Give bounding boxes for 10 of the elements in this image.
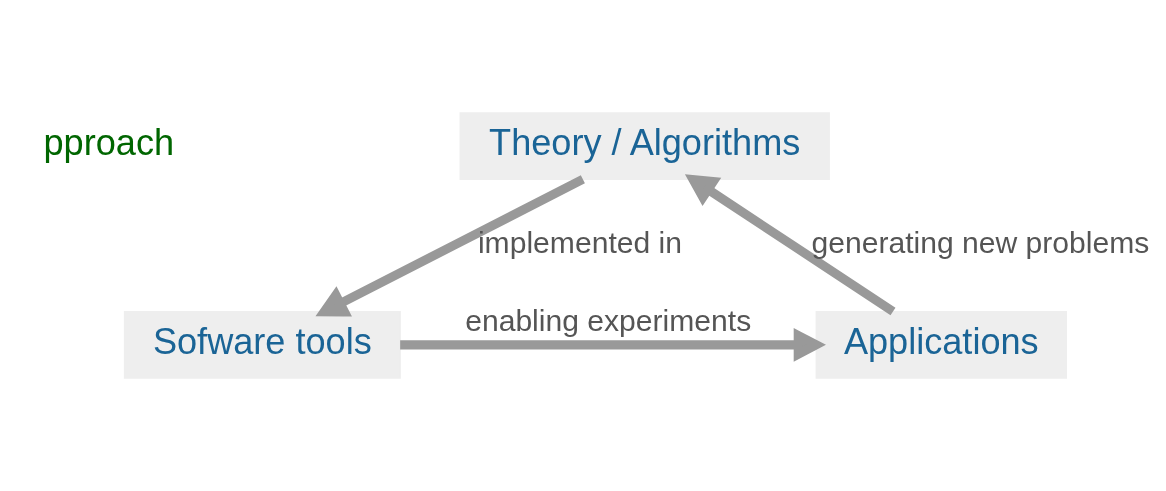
arrow [400, 327, 826, 362]
node-box: Sofware tools [123, 311, 401, 379]
label: pproach [43, 122, 175, 164]
edge-label: generating new problems [811, 226, 1150, 260]
edge-label: implemented in [477, 226, 683, 260]
node-box: Theory / Algorithms [459, 112, 830, 180]
arrow [315, 175, 585, 317]
arrow [684, 174, 896, 316]
edge-label: enabling experiments [465, 304, 752, 338]
node-box: Applications [815, 311, 1067, 379]
